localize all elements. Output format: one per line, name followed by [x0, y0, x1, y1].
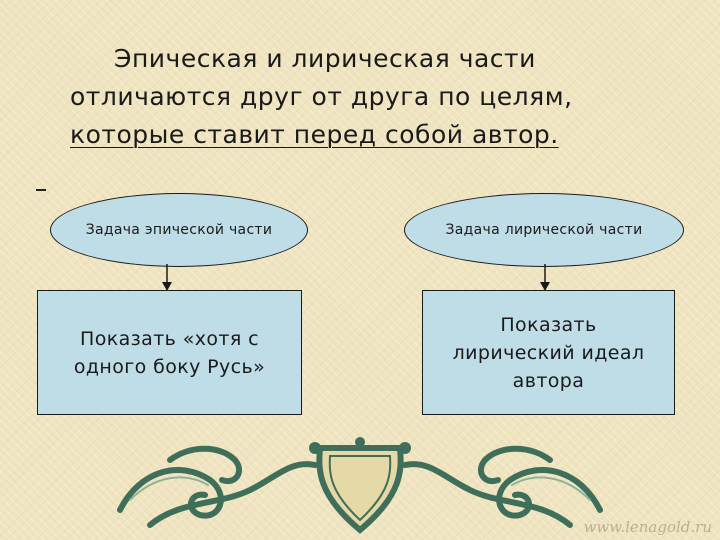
lyric-task-oval: Задача лирической части: [404, 193, 684, 267]
epic-goal-box: Показать «хотя с одного боку Русь»: [37, 290, 302, 415]
epic-goal-text: Показать «хотя с одного боку Русь»: [73, 327, 266, 378]
title-line-3: которые ставит перед собой автор.: [70, 120, 559, 149]
decorative-ornament: [117, 437, 603, 534]
dash-mark: [36, 189, 46, 191]
lyric-goal-text: Показать лирический идеал автора: [452, 313, 645, 392]
title-line-1: Эпическая и лирическая части: [114, 44, 536, 73]
lyric-task-label: Задача лирической части: [445, 222, 643, 238]
epic-task-label: Задача эпической части: [85, 222, 273, 238]
epic-task-oval: Задача эпической части: [50, 193, 308, 267]
slide-title: Эпическая и лирическая части отличаются …: [60, 40, 680, 154]
lyric-goal-box: Показать лирический идеал автора: [422, 290, 675, 415]
epic-arrow: [162, 264, 172, 291]
title-line-2: отличаются друг от друга по целям,: [70, 82, 573, 111]
watermark: www.lenagold.ru: [583, 518, 712, 536]
lyric-arrow: [540, 264, 550, 291]
